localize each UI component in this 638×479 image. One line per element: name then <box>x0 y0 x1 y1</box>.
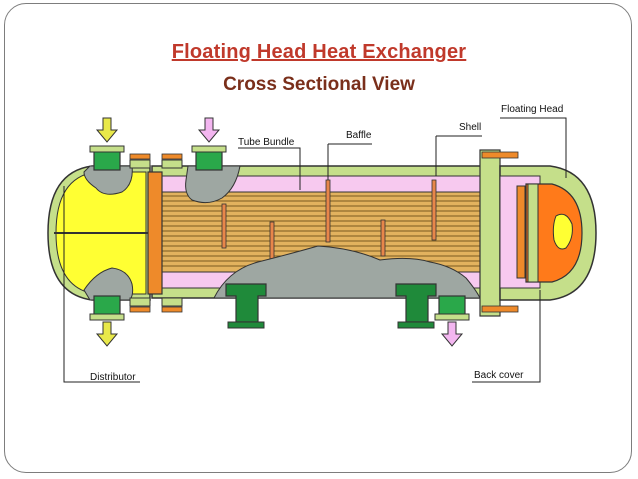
tubesheet <box>147 171 163 295</box>
tube-outlet-arrow-icon <box>95 321 119 347</box>
tube-inlet-arrow-icon <box>95 117 119 143</box>
saddle-right-base <box>397 321 435 329</box>
back-cover-label: Back cover <box>474 370 524 381</box>
rear-bolts-top <box>481 151 519 159</box>
floating-head-flange <box>527 183 539 283</box>
saddle-left <box>225 283 267 323</box>
bolt-bottom-left <box>129 306 151 313</box>
baffle-4 <box>380 219 386 257</box>
tube-inlet-nozzle-flange <box>89 145 125 153</box>
shell-cutaway-top <box>185 165 241 204</box>
left-flange-top <box>129 159 151 169</box>
rear-shell-flange <box>479 149 501 317</box>
shell-outlet-nozzle-flange <box>434 313 470 321</box>
left-flange-bottom <box>129 297 151 307</box>
floating-tubesheet <box>516 185 526 279</box>
shell-inlet-arrow-icon <box>197 117 221 143</box>
shell-flange-top <box>161 159 183 169</box>
tube-bundle-label: Tube Bundle <box>238 137 295 148</box>
bolt-bottom-right <box>161 306 183 313</box>
leader-lines <box>63 117 567 383</box>
shell-outlet-arrow-icon <box>440 321 464 347</box>
distributor-cutaway-bottom <box>83 267 134 301</box>
floating-head-cutaway <box>552 213 573 250</box>
baffle-1 <box>221 203 227 249</box>
bolt-top-right <box>161 153 183 160</box>
saddle-right <box>395 283 437 323</box>
tube-outlet-nozzle-flange <box>89 313 125 321</box>
bolt-top-left <box>129 153 151 160</box>
diagram-subtitle: Cross Sectional View <box>223 74 415 95</box>
rear-bolts-bottom <box>481 305 519 313</box>
distributor-cutaway-top <box>83 165 133 195</box>
shell-label: Shell <box>459 122 481 133</box>
diagram-title: Floating Head Heat Exchanger <box>171 41 467 63</box>
floating-head-label: Floating Head <box>501 104 563 115</box>
shell-inlet-nozzle-flange <box>191 145 227 153</box>
baffle-label: Baffle <box>346 130 372 141</box>
shell-flange-bottom <box>161 297 183 307</box>
baffle-5 <box>431 179 437 241</box>
saddle-left-base <box>227 321 265 329</box>
distributor-label: Distributor <box>90 372 136 383</box>
baffle-3 <box>325 179 331 243</box>
